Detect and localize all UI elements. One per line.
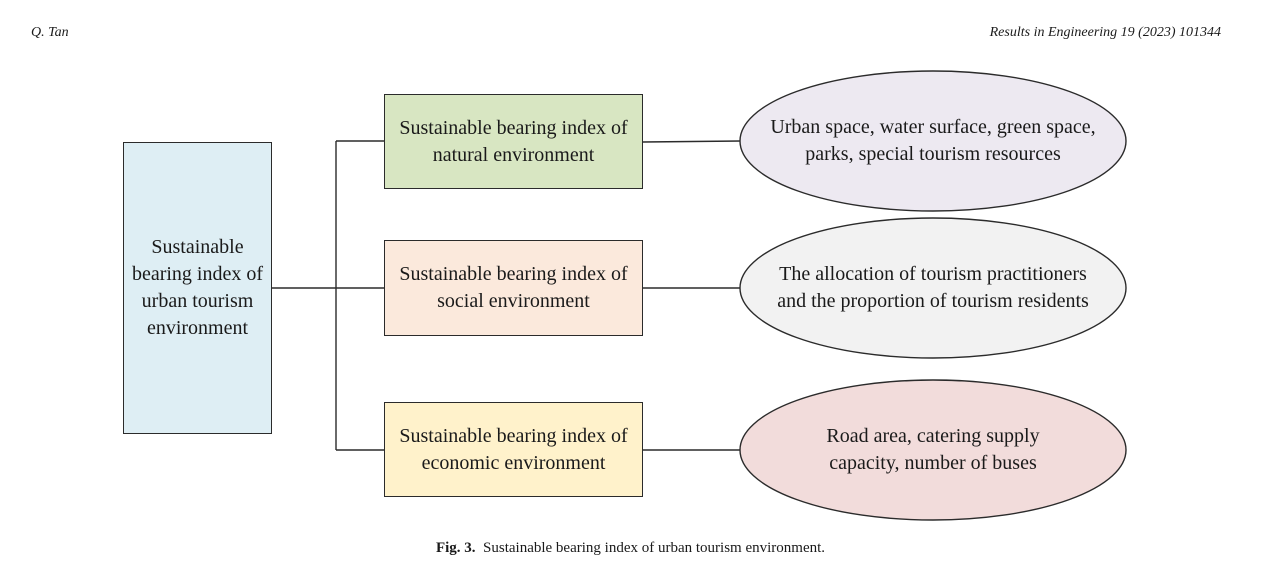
social-detail-text: The allocation of tourism practitioners … bbox=[777, 263, 1089, 312]
social-environment-label: Sustainable bearing index of social envi… bbox=[399, 263, 628, 312]
root-box: Sustainable bearing index of urban touri… bbox=[123, 142, 272, 434]
caption-text: Sustainable bearing index of urban touri… bbox=[483, 540, 826, 556]
economic-environment-label: Sustainable bearing index of economic en… bbox=[399, 424, 628, 474]
figure-caption: Fig. 3. Sustainable bearing index of urb… bbox=[0, 540, 1261, 557]
caption-label: Fig. 3. bbox=[435, 540, 476, 556]
economic-detail-text: Road area, catering supply capacity, num… bbox=[826, 425, 1040, 474]
root-label: Sustainable bearing index of urban touri… bbox=[131, 236, 264, 339]
header-journal: Results in Engineering 19 (2023) 101344 bbox=[989, 25, 1221, 40]
ellipse-economic bbox=[739, 379, 1127, 521]
natural-environment-box: Sustainable bearing index of natural env… bbox=[384, 94, 643, 189]
natural-environment-label: Sustainable bearing index of natural env… bbox=[399, 116, 628, 166]
connector-natural-ellipse bbox=[642, 140, 742, 143]
header-author: Q. Tan bbox=[31, 25, 69, 40]
ellipse-natural bbox=[739, 70, 1127, 212]
natural-detail-text: Urban space, water surface, green space,… bbox=[770, 116, 1096, 165]
social-environment-box: Sustainable bearing index of social envi… bbox=[384, 240, 643, 336]
ellipse-social bbox=[739, 217, 1127, 359]
economic-environment-box: Sustainable bearing index of economic en… bbox=[384, 402, 643, 497]
